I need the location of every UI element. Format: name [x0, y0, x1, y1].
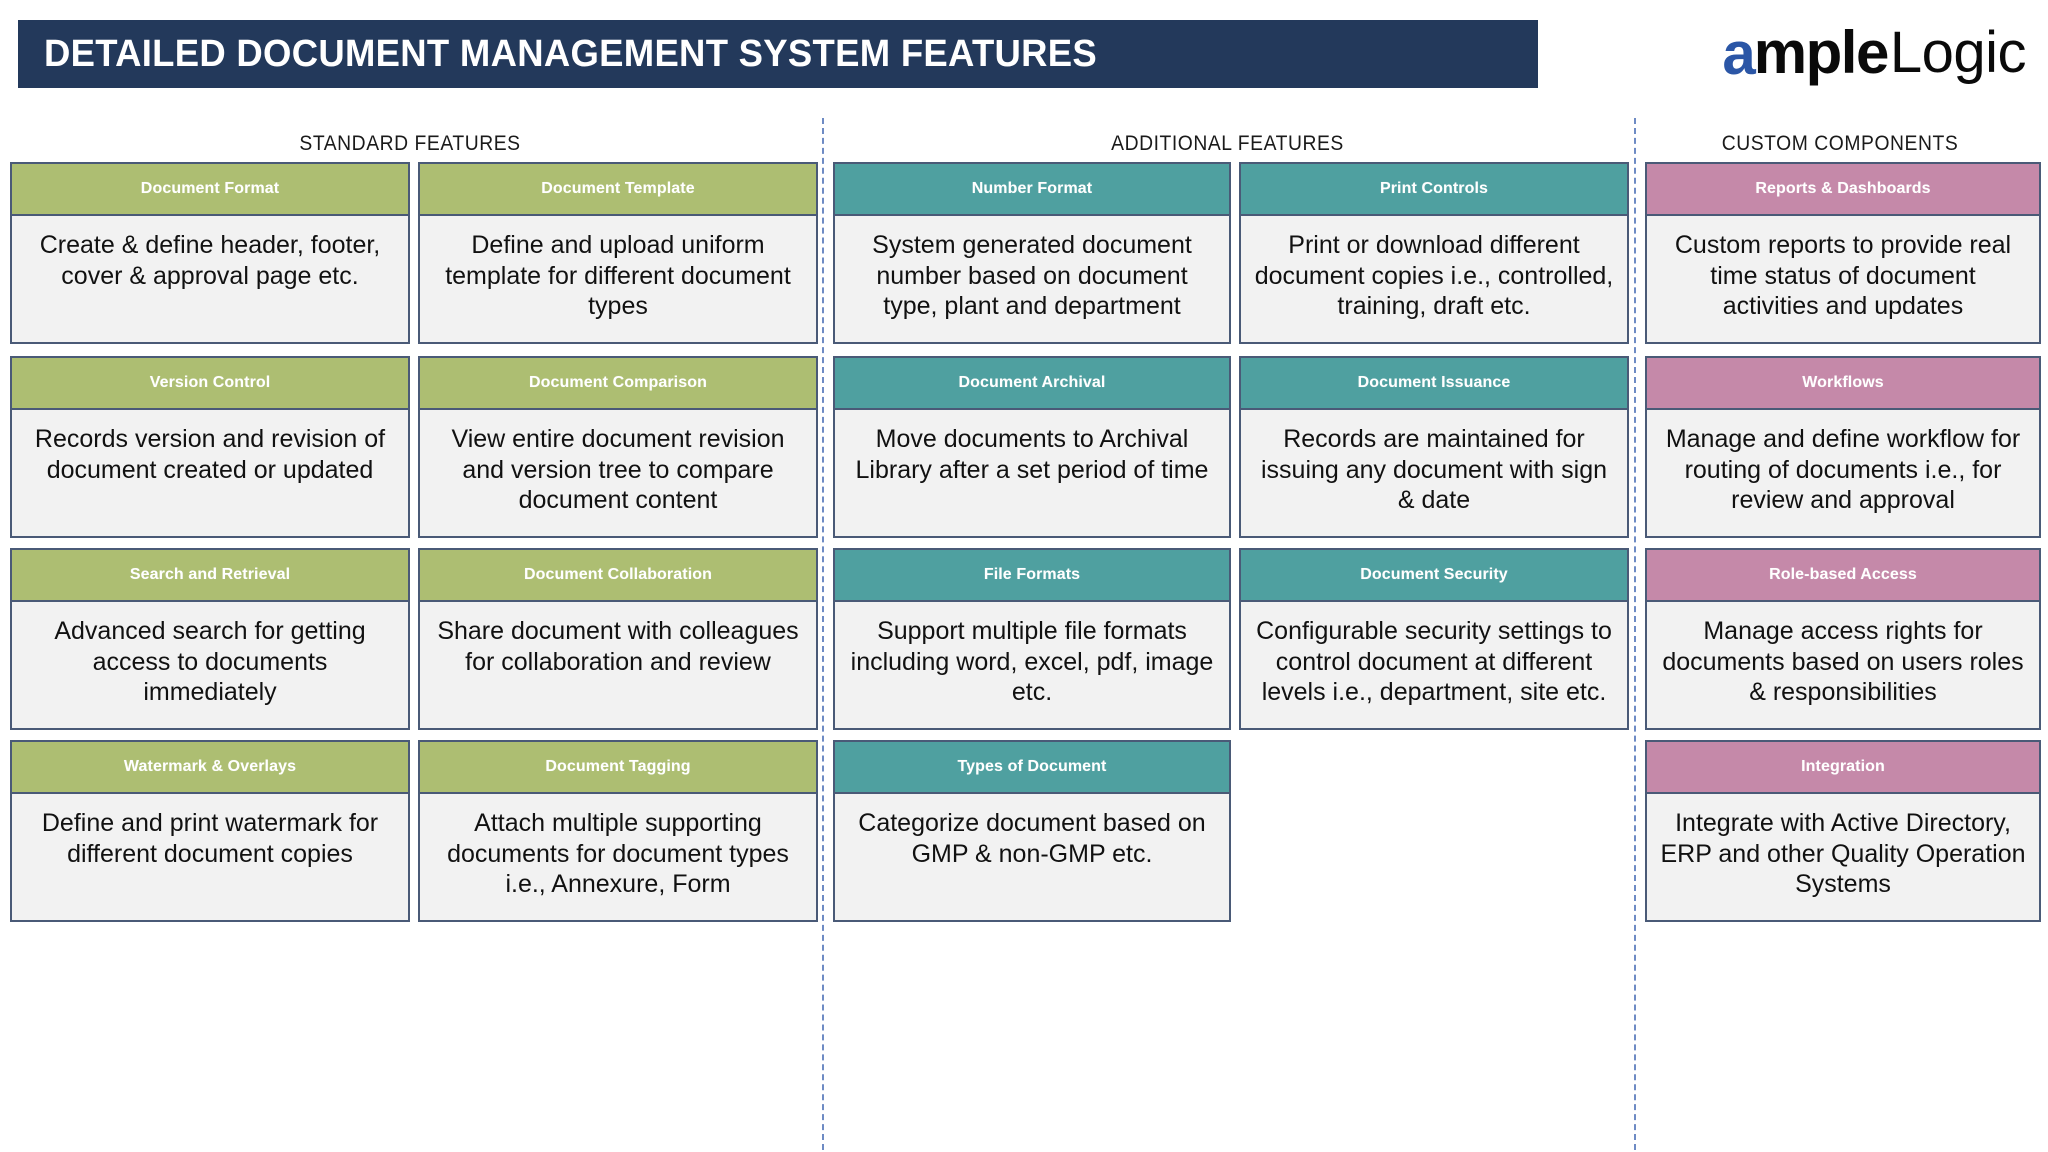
feature-card-body: Integrate with Active Directory, ERP and…	[1660, 809, 2026, 898]
feature-card-body: Attach multiple supporting documents for…	[447, 809, 789, 898]
feature-card-body: Custom reports to provide real time stat…	[1674, 231, 2012, 320]
feature-card[interactable]: Reports & Dashboards Custom reports to p…	[1645, 162, 2041, 344]
feature-card-body: Configurable security settings to contro…	[1256, 617, 1612, 706]
feature-card-body: Define and upload uniform template for d…	[445, 231, 791, 320]
feature-card-title: Workflows	[1647, 358, 2039, 410]
feature-card-body: Manage access rights for documents based…	[1662, 617, 2024, 706]
page-title: DETAILED DOCUMENT MANAGEMENT SYSTEM FEAT…	[44, 33, 1098, 75]
feature-card[interactable]: Types of Document Categorize document ba…	[833, 740, 1231, 922]
feature-card-title: Integration	[1647, 742, 2039, 794]
feature-card-body: Support multiple file formats including …	[850, 617, 1214, 706]
feature-card-title: Reports & Dashboards	[1647, 164, 2039, 216]
feature-card-body: Move documents to Archival Library after…	[855, 425, 1209, 484]
feature-card[interactable]: Document Archival Move documents to Arch…	[833, 356, 1231, 538]
logo-text-logic: Logic	[1889, 20, 2027, 85]
logo-mark-a: a	[1722, 20, 1755, 87]
feature-card-title: Document Comparison	[420, 358, 816, 410]
feature-card-title: Search and Retrieval	[12, 550, 408, 602]
feature-card[interactable]: Print Controls Print or download differe…	[1239, 162, 1629, 344]
feature-card-title: Print Controls	[1241, 164, 1627, 216]
feature-card-title: Watermark & Overlays	[12, 742, 408, 794]
feature-card[interactable]: File Formats Support multiple file forma…	[833, 548, 1231, 730]
feature-card-title: Version Control	[12, 358, 408, 410]
feature-card-title: Types of Document	[835, 742, 1229, 794]
group-label-standard-features: STANDARD FEATURES	[299, 132, 521, 155]
feature-card[interactable]: Document Comparison View entire document…	[418, 356, 818, 538]
feature-card-body: Categorize document based on GMP & non-G…	[858, 809, 1206, 868]
feature-card[interactable]: Workflows Manage and define workflow for…	[1645, 356, 2041, 538]
feature-card-title: Document Archival	[835, 358, 1229, 410]
feature-card-body: Print or download different document cop…	[1254, 231, 1614, 320]
feature-card-title: Role-based Access	[1647, 550, 2039, 602]
column-separator-right	[1634, 118, 1636, 1150]
feature-card-body: Records are maintained for issuing any d…	[1260, 425, 1608, 514]
feature-card-title: Document Collaboration	[420, 550, 816, 602]
logo-text-mple: mple	[1753, 19, 1890, 86]
feature-card-title: Document Template	[420, 164, 816, 216]
feature-card-title: Document Issuance	[1241, 358, 1627, 410]
feature-card[interactable]: Watermark & Overlays Define and print wa…	[10, 740, 410, 922]
group-label-custom-components: CUSTOM COMPONENTS	[1721, 132, 1959, 155]
feature-card[interactable]: Document Tagging Attach multiple support…	[418, 740, 818, 922]
feature-card-body: Create & define header, footer, cover & …	[39, 231, 381, 290]
feature-card-body: Share document with colleagues for colla…	[437, 617, 799, 676]
feature-card[interactable]: Document Issuance Records are maintained…	[1239, 356, 1629, 538]
feature-card[interactable]: Number Format System generated document …	[833, 162, 1231, 344]
feature-card[interactable]: Document Format Create & define header, …	[10, 162, 410, 344]
feature-card[interactable]: Integration Integrate with Active Direct…	[1645, 740, 2041, 922]
feature-card-body: Manage and define workflow for routing o…	[1665, 425, 2021, 514]
feature-card-title: Document Format	[12, 164, 408, 216]
column-separator-left	[822, 118, 824, 1150]
feature-card[interactable]: Role-based Access Manage access rights f…	[1645, 548, 2041, 730]
feature-card-title: Number Format	[835, 164, 1229, 216]
page-title-band: DETAILED DOCUMENT MANAGEMENT SYSTEM FEAT…	[18, 20, 1538, 88]
feature-card[interactable]: Document Collaboration Share document wi…	[418, 548, 818, 730]
feature-card[interactable]: Document Security Configurable security …	[1239, 548, 1629, 730]
feature-card-title: Document Security	[1241, 550, 1627, 602]
feature-card[interactable]: Search and Retrieval Advanced search for…	[10, 548, 410, 730]
feature-card-body: View entire document revision and versio…	[451, 425, 785, 514]
feature-card-title: File Formats	[835, 550, 1229, 602]
feature-card[interactable]: Version Control Records version and revi…	[10, 356, 410, 538]
feature-card-title: Document Tagging	[420, 742, 816, 794]
feature-card-body: Advanced search for getting access to do…	[54, 617, 366, 706]
feature-card-body: Define and print watermark for different…	[41, 809, 379, 868]
feature-card-body: Records version and revision of document…	[34, 425, 386, 484]
feature-card[interactable]: Document Template Define and upload unif…	[418, 162, 818, 344]
group-label-additional-features: ADDITIONAL FEATURES	[1111, 132, 1344, 155]
amplelogic-logo: a mple Logic	[1722, 22, 2026, 84]
feature-card-body: System generated document number based o…	[872, 231, 1192, 320]
